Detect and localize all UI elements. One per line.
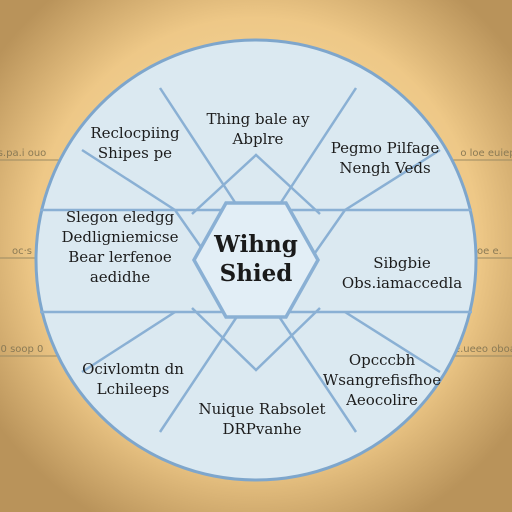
segment-top-right-line-1: Pegmo Pilfage <box>331 139 440 157</box>
segment-left-line-4: aedidhe <box>90 268 150 286</box>
segment-right-line-2: Obs.iamaccedla <box>342 274 462 292</box>
center-title-line-1: Wihng <box>213 231 298 258</box>
side-ticks-right <box>452 159 512 357</box>
side-ticks-left <box>0 159 60 357</box>
segment-top-line-2: Abplre <box>232 130 284 148</box>
side-label-right-2: loe e. <box>474 246 502 257</box>
segment-bottom-left: Ocivlomtn dn Lchileeps <box>82 360 184 398</box>
side-label-left-3: 0 soop 0 <box>1 344 44 355</box>
segment-bottom-right-line-3: Aeocolire <box>345 391 418 409</box>
segment-top: Thing bale ay Abplre <box>207 110 310 148</box>
side-label-right-1: o loe euiep <box>460 148 512 159</box>
center-title-line-2: Shied <box>220 260 293 287</box>
segment-right-line-1: Sibgbie <box>373 254 431 272</box>
segment-bottom-line-2: DRPvanhe <box>222 420 301 438</box>
segment-top-left-line-2: Shipes pe <box>98 144 172 162</box>
segment-top-left-line-1: Reclocpiing <box>90 124 180 142</box>
side-label-left-1: s.pa.i ouo <box>0 148 46 159</box>
center-hexagon <box>191 201 321 319</box>
side-label-right-3: e.ueeo oboae <box>454 344 512 355</box>
segment-bottom-line-1: Nuique Rabsolet <box>198 400 325 418</box>
side-labels: s.pa.i ouo oc·s 0 soop 0 o loe euiep loe e. e… <box>0 148 512 355</box>
segment-bottom-left-line-2: Lchileeps <box>97 380 170 398</box>
segment-left-line-1: Slegon eledgg <box>66 208 175 226</box>
divider-lines <box>81 87 441 433</box>
segment-bottom-right-line-1: Opcccbh <box>349 351 416 369</box>
segment-bottom-left-line-1: Ocivlomtn dn <box>82 360 184 378</box>
segment-left-line-2: Dedligniemicse <box>61 228 178 246</box>
segment-bottom-right-line-2: Wsangrefisfhoe <box>323 371 441 389</box>
segment-top-line-1: Thing bale ay <box>207 110 310 128</box>
side-label-left-2: oc·s <box>12 246 32 257</box>
segment-left-line-3: Bear lerfenoe <box>68 248 172 266</box>
segment-top-right-line-2: Nengh Veds <box>339 159 430 177</box>
